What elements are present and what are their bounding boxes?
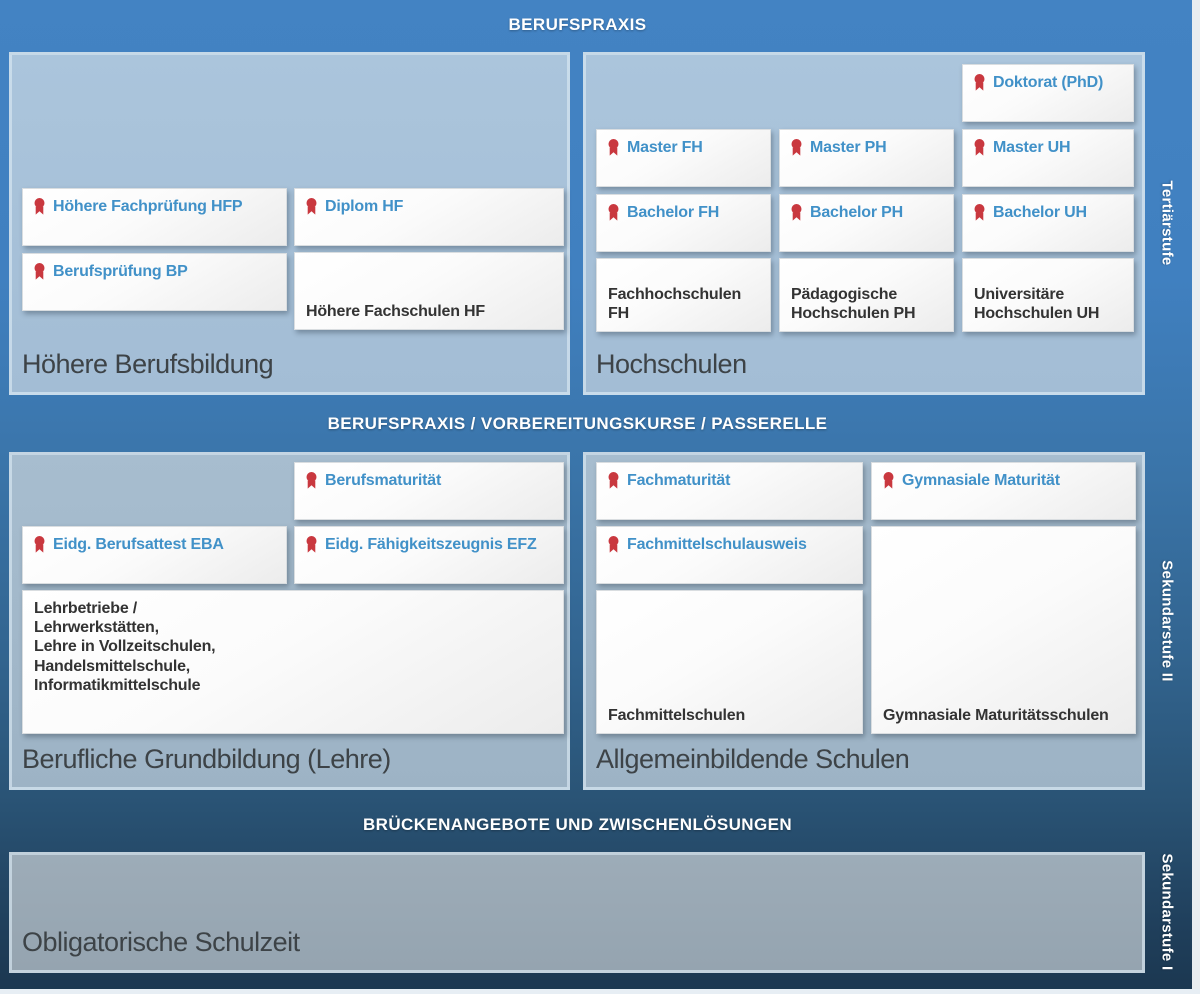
panel-title-berufliche-grundbildung: Berufliche Grundbildung (Lehre) (22, 744, 391, 774)
card-universitaere-hochschulen-uh[interactable]: Universitäre Hochschulen UH (962, 258, 1134, 332)
card-label: Höhere Fachschulen HF (306, 302, 485, 320)
header-brueckenangebote: BRÜCKENANGEBOTE UND ZWISCHENLÖSUNGEN (362, 815, 792, 834)
award-ribbon-icon (974, 204, 985, 221)
card-berufsmaturitaet[interactable]: Berufsmaturität (294, 462, 564, 520)
card-bachelor-uh[interactable]: Bachelor UH (962, 194, 1134, 252)
award-ribbon-icon (791, 139, 802, 156)
card-label: Master UH (993, 139, 1071, 156)
card-label: Gymnasiale Maturität (902, 472, 1060, 489)
side-label-tertiaerstufe: Tertiärstufe (1158, 180, 1176, 266)
card-label: Lehrbetriebe / Lehrwerkstätten, Lehre in… (34, 600, 216, 694)
card-paedagogische-hochschulen-ph[interactable]: Pädagogische Hochschulen PH (779, 258, 954, 332)
award-ribbon-icon (306, 536, 317, 553)
award-ribbon-icon (34, 536, 45, 553)
award-ribbon-icon (34, 198, 45, 215)
panel-allgemeinbildende-schulen: Fachmaturität Gymnasiale Maturität Fachm… (583, 452, 1145, 790)
card-lehrbetriebe[interactable]: Lehrbetriebe / Lehrwerkstätten, Lehre in… (22, 590, 564, 734)
page-right-edge (1192, 0, 1200, 994)
card-doktorat-phd[interactable]: Doktorat (PhD) (962, 64, 1134, 122)
card-hoehere-fachschulen-hf[interactable]: Höhere Fachschulen HF (294, 252, 564, 330)
award-ribbon-icon (34, 263, 45, 280)
card-label: Universitäre Hochschulen UH (974, 285, 1100, 322)
card-bachelor-ph[interactable]: Bachelor PH (779, 194, 954, 252)
card-label: Master FH (627, 139, 703, 156)
card-label: Master PH (810, 139, 887, 156)
card-label: Pädagogische Hochschulen PH (791, 285, 916, 322)
card-label: Fachmittelschulen (608, 706, 746, 724)
card-label: Doktorat (PhD) (993, 74, 1104, 91)
card-label: Höhere Fachprüfung HFP (53, 198, 243, 215)
award-ribbon-icon (974, 74, 985, 91)
card-master-uh[interactable]: Master UH (962, 129, 1134, 187)
header-berufspraxis: BERUFSPRAXIS (508, 15, 647, 34)
card-label: Fachmaturität (627, 472, 731, 489)
card-label: Eidg. Fähigkeitszeugnis EFZ (325, 536, 537, 553)
panel-title-hochschulen: Hochschulen (596, 349, 747, 379)
award-ribbon-icon (608, 472, 619, 489)
card-label: Berufsprüfung BP (53, 263, 188, 280)
card-gymnasiale-maturitaet[interactable]: Gymnasiale Maturität (871, 462, 1136, 520)
award-ribbon-icon (883, 472, 894, 489)
card-fachmittelschulen[interactable]: Fachmittelschulen (596, 590, 863, 734)
panel-hochschulen: Doktorat (PhD) Master FH Master PH Maste… (583, 52, 1145, 395)
card-label: Eidg. Berufsattest EBA (53, 536, 224, 553)
panel-hoehere-berufsbildung: Höhere Fachprüfung HFP Diplom HF Berufsp… (9, 52, 570, 395)
award-ribbon-icon (791, 204, 802, 221)
card-label: Fachmittelschulausweis (627, 536, 807, 553)
award-ribbon-icon (306, 198, 317, 215)
card-label: Berufsmaturität (325, 472, 442, 489)
card-eidg-berufsattest-eba[interactable]: Eidg. Berufsattest EBA (22, 526, 287, 584)
card-label: Bachelor UH (993, 204, 1087, 221)
award-ribbon-icon (306, 472, 317, 489)
side-label-sekundarstufe-1: Sekundarstufe I (1158, 853, 1176, 971)
award-ribbon-icon (608, 204, 619, 221)
card-diplom-hf[interactable]: Diplom HF (294, 188, 564, 246)
panel-obligatorische-schulzeit: Obligatorische Schulzeit (9, 852, 1145, 973)
panel-title-obligatorische-schulzeit: Obligatorische Schulzeit (22, 927, 300, 957)
card-master-ph[interactable]: Master PH (779, 129, 954, 187)
card-label: Bachelor PH (810, 204, 903, 221)
card-label: Bachelor FH (627, 204, 720, 221)
card-fachhochschulen-fh[interactable]: Fachhochschulen FH (596, 258, 771, 332)
award-ribbon-icon (608, 536, 619, 553)
card-fachmittelschulausweis[interactable]: Fachmittelschulausweis (596, 526, 863, 584)
award-ribbon-icon (608, 139, 619, 156)
card-label: Diplom HF (325, 198, 404, 215)
side-label-sekundarstufe-2: Sekundarstufe II (1158, 560, 1176, 682)
page-bottom-edge (0, 989, 1200, 994)
card-berufspruefung-bp[interactable]: Berufsprüfung BP (22, 253, 287, 311)
card-fachmaturitaet[interactable]: Fachmaturität (596, 462, 863, 520)
panel-title-allgemeinbildende-schulen: Allgemeinbildende Schulen (596, 744, 910, 774)
card-hoehere-fachpruefung-hfp[interactable]: Höhere Fachprüfung HFP (22, 188, 287, 246)
card-eidg-faehigkeitszeugnis-efz[interactable]: Eidg. Fähigkeitszeugnis EFZ (294, 526, 564, 584)
card-label: Gymnasiale Maturitätsschulen (883, 706, 1109, 724)
header-vorbereitungskurse: BERUFSPRAXIS / VORBEREITUNGSKURSE / PASS… (327, 414, 828, 433)
card-label: Fachhochschulen FH (608, 285, 742, 322)
card-gymnasiale-maturitaetsschulen[interactable]: Gymnasiale Maturitätsschulen (871, 526, 1136, 734)
panel-berufliche-grundbildung: Berufsmaturität Eidg. Berufsattest EBA E… (9, 452, 570, 790)
card-master-fh[interactable]: Master FH (596, 129, 771, 187)
panel-title-hoehere-berufsbildung: Höhere Berufsbildung (22, 349, 274, 379)
card-bachelor-fh[interactable]: Bachelor FH (596, 194, 771, 252)
award-ribbon-icon (974, 139, 985, 156)
